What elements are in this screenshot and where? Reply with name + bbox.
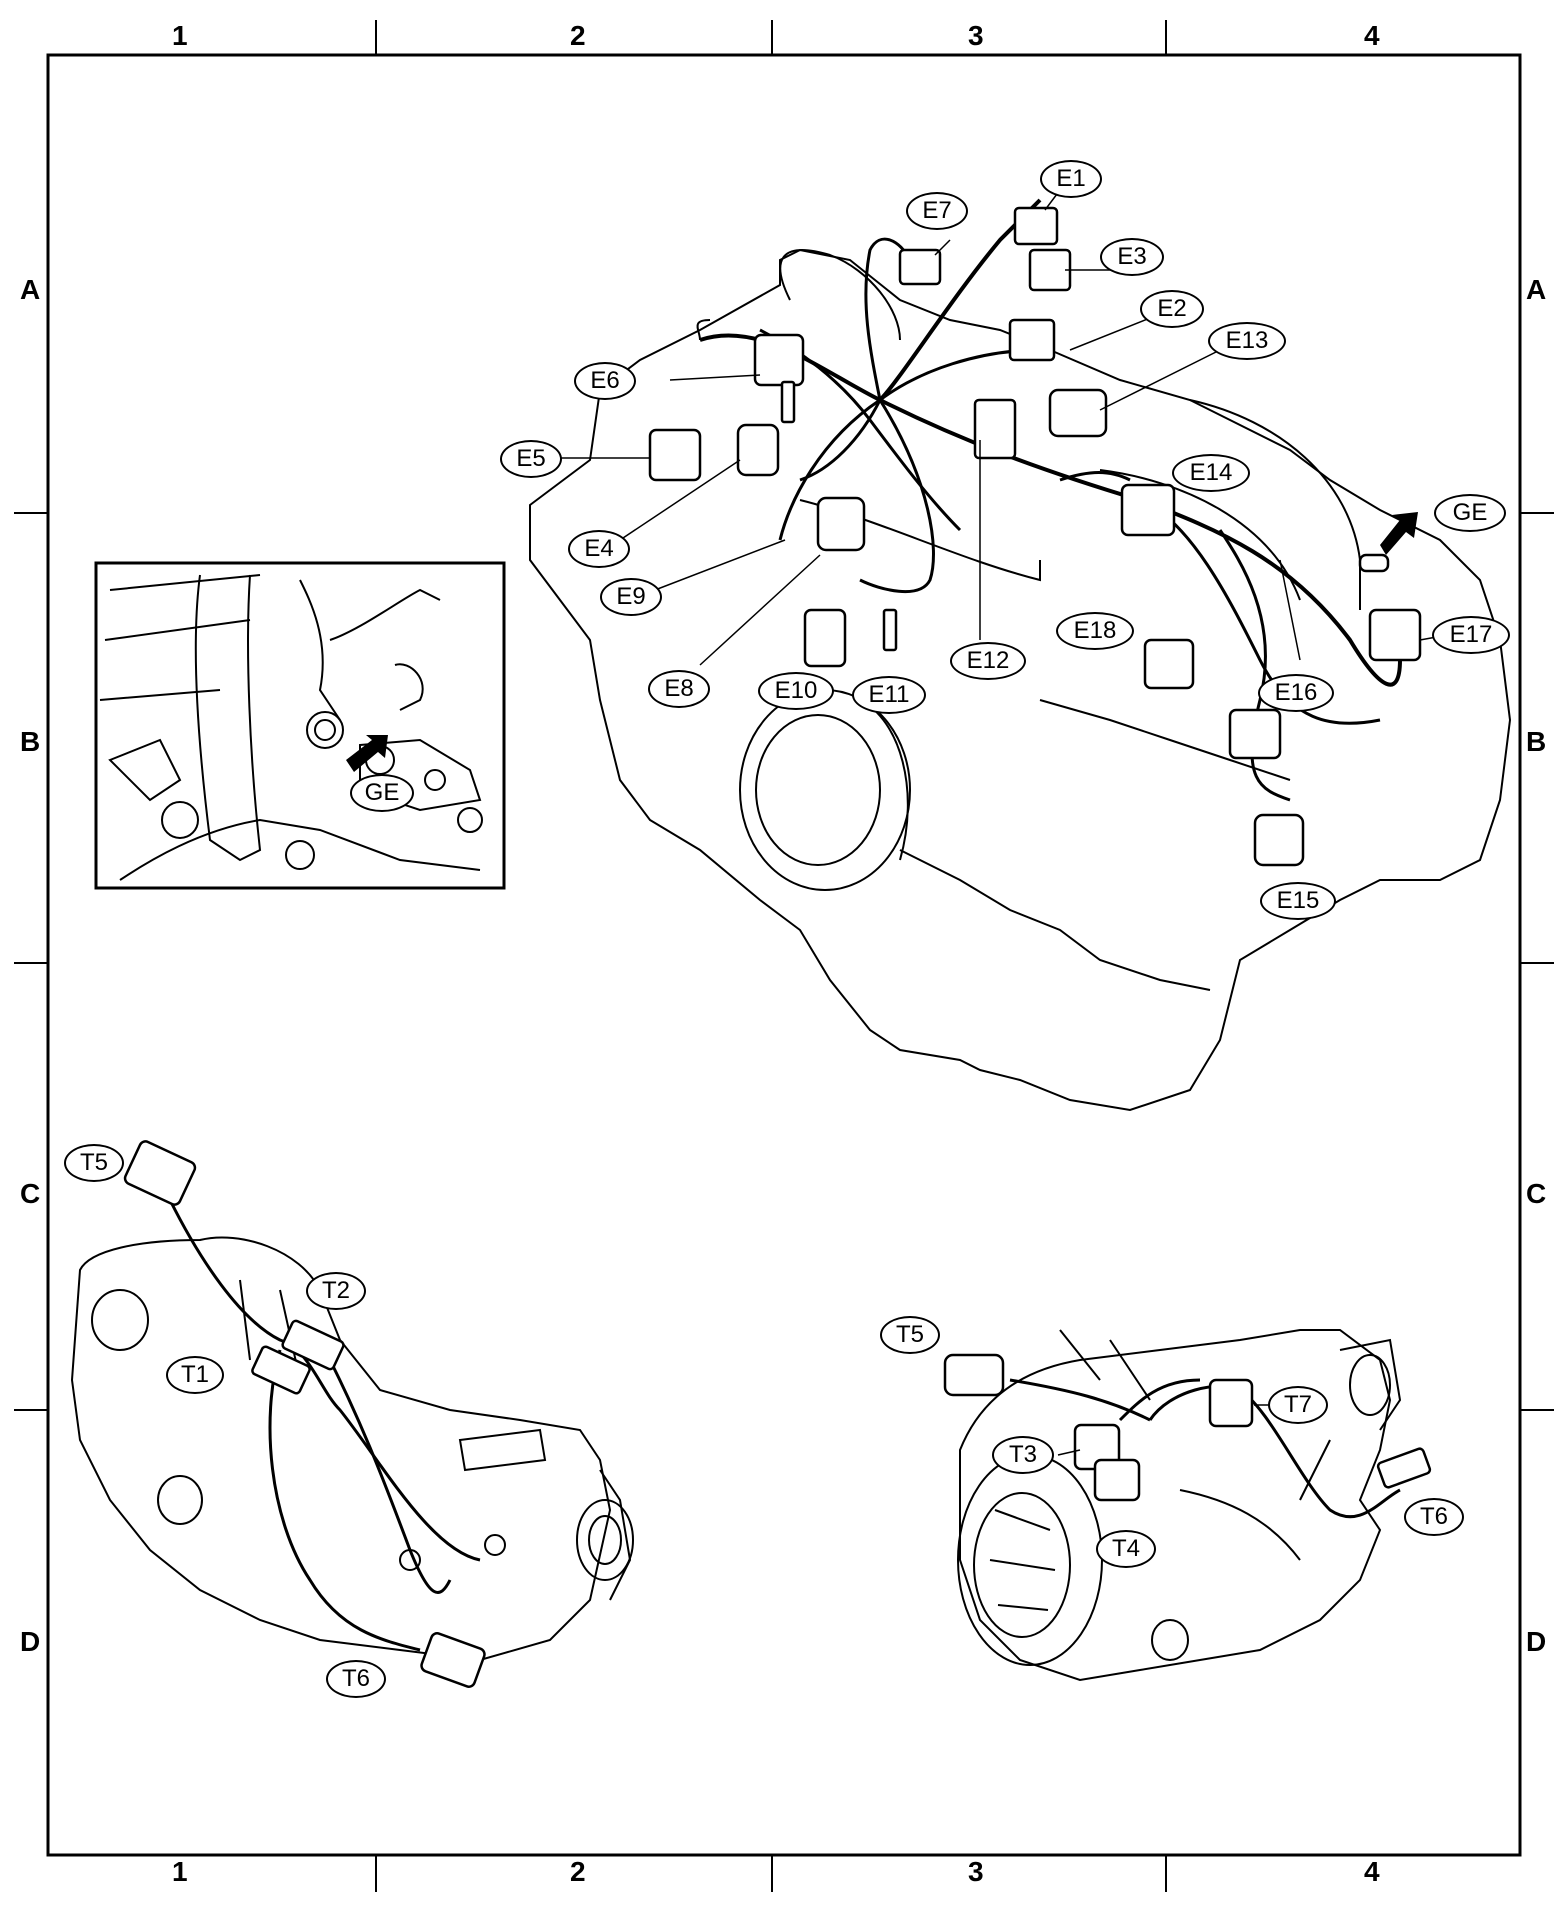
connector-callout-e18: E18	[1056, 612, 1134, 650]
grid-row-label: B	[20, 726, 41, 757]
grid-column-label: 2	[570, 1856, 586, 1887]
connector-callout-t6-right: T6	[1404, 1498, 1464, 1536]
connector-callout-t3: T3	[992, 1436, 1054, 1474]
connector-callout-e2: E2	[1140, 290, 1204, 328]
grid-column-label: 4	[1364, 1856, 1380, 1887]
grid-row-label: C	[20, 1178, 41, 1209]
connector-callout-e3: E3	[1100, 238, 1164, 276]
connector-callout-t2: T2	[306, 1272, 366, 1310]
grid-row-label: D	[1526, 1626, 1547, 1657]
engine-drawing	[529, 198, 1512, 1112]
connector-callout-t5-right: T5	[880, 1316, 940, 1354]
connector-callout-e11: E11	[852, 676, 926, 714]
grid-column-label: 3	[968, 20, 984, 51]
transmission-left-connectors	[123, 1140, 486, 1688]
connector-callout-e13: E13	[1208, 322, 1286, 360]
diagram-frame	[46, 53, 1522, 1857]
connector-callout-e8: E8	[648, 670, 710, 708]
connector-callout-e7: E7	[906, 192, 968, 230]
engine-connector-shapes	[648, 206, 1422, 867]
inset-frame	[94, 561, 506, 890]
connector-callout-e16: E16	[1258, 674, 1334, 712]
connector-callout-t6: T6	[326, 1660, 386, 1698]
grid-row-label: A	[1526, 274, 1547, 305]
grid-column-label: 1	[172, 20, 188, 51]
engine-leader-lines	[560, 189, 1476, 666]
connector-callout-e6: E6	[574, 362, 636, 400]
connector-callout-t5: T5	[64, 1144, 124, 1182]
ground-callout: GE	[1434, 494, 1506, 532]
grid-column-label: 4	[1364, 20, 1380, 51]
connector-callout-t4: T4	[1096, 1530, 1156, 1568]
grid-row-label: C	[1526, 1178, 1547, 1209]
ground-arrow-icon	[1380, 512, 1418, 555]
grid-column-label: 3	[968, 1856, 984, 1887]
connector-callout-e5: E5	[500, 440, 562, 478]
connector-callout-e15: E15	[1260, 882, 1336, 920]
inset-ground-callout: GE	[350, 774, 414, 812]
grid-row-label: A	[20, 274, 41, 305]
transmission-right-connectors	[943, 1353, 1432, 1502]
connector-callout-e12: E12	[950, 642, 1026, 680]
connector-callout-e9: E9	[600, 578, 662, 616]
connector-callout-t1: T1	[166, 1356, 224, 1394]
connector-callout-e10: E10	[758, 672, 834, 710]
inset-drawing	[99, 574, 483, 881]
inset-ground-arrow-icon	[346, 735, 388, 772]
connector-callout-e4: E4	[568, 530, 630, 568]
grid-row-label: D	[20, 1626, 41, 1657]
connector-callout-e14: E14	[1172, 454, 1250, 492]
grid-column-label: 1	[172, 1856, 188, 1887]
connector-callout-e1: E1	[1040, 160, 1102, 198]
connector-callout-t7: T7	[1268, 1386, 1328, 1424]
grid-column-label: 2	[570, 20, 586, 51]
grid-ticks	[14, 20, 1554, 1892]
grid-row-label: B	[1526, 726, 1547, 757]
connector-callout-e17: E17	[1432, 616, 1510, 654]
transmission-right-drawing	[957, 1329, 1402, 1682]
transmission-left-drawing	[70, 1199, 634, 1662]
